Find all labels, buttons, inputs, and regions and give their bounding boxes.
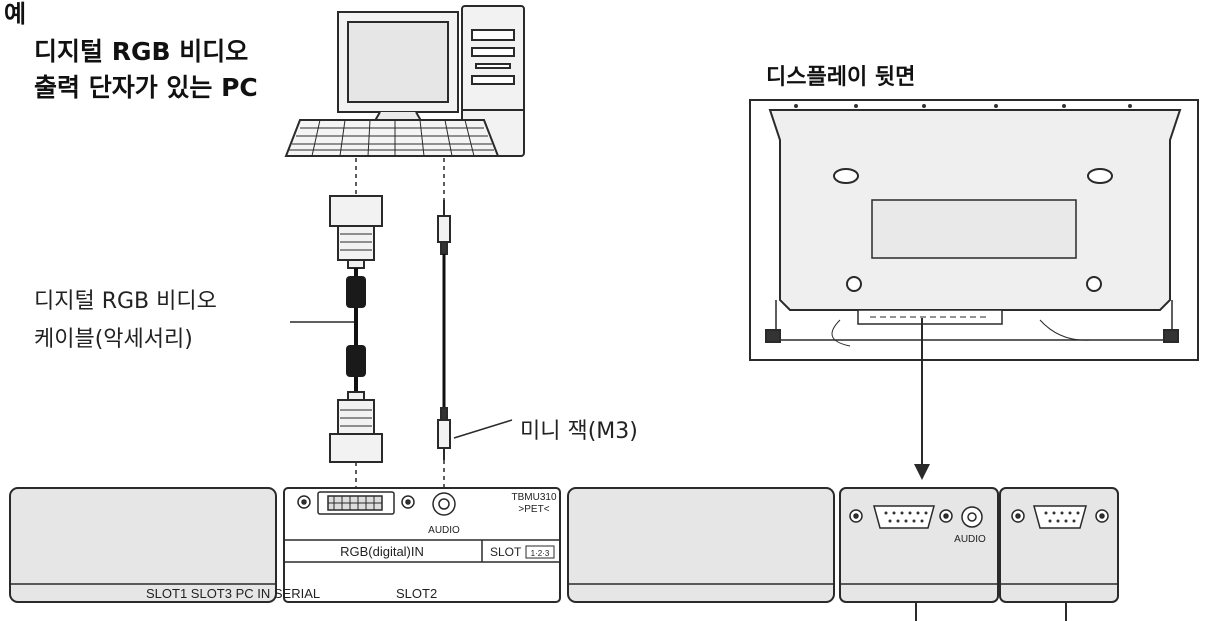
rgb-in-label: RGB(digital)IN (340, 544, 424, 559)
model-label-line2: >PET< (518, 504, 549, 515)
keyboard-icon (284, 119, 500, 157)
slot-label: SLOT (490, 545, 522, 559)
panel-divider-lines (10, 539, 1118, 585)
dvi-port-icon (297, 491, 415, 515)
serial-panel (999, 487, 1119, 603)
serial-port-icon (1011, 505, 1109, 529)
dvi-plug-icon (329, 391, 383, 463)
display-back-illustration (749, 99, 1199, 361)
display-back-heading: 디스플레이 뒷면 (766, 65, 915, 90)
mini-jack-leader (453, 419, 513, 439)
slot-badge: 1·2·3 (531, 549, 550, 558)
pc-tower-icon (461, 5, 525, 157)
right-audio-label: AUDIO (954, 534, 986, 545)
slot1-panel (9, 487, 277, 603)
slot-names-row: SLOT1 SLOT3 PC IN SERIAL (146, 586, 320, 601)
example-marker: 예 (4, 0, 26, 28)
slot3-panel (567, 487, 835, 603)
slot2-label: SLOT2 (396, 586, 437, 601)
terminal-panel (9, 487, 1119, 603)
display-arrow-head (914, 464, 930, 480)
slot2-panel (283, 487, 561, 603)
monitor-icon (337, 11, 459, 135)
pc-guide-lines (355, 158, 445, 488)
pc-heading-line2: 출력 단자가 있는 PC (34, 73, 258, 102)
dvi-cable-label-line1: 디지털 RGB 비디오 (34, 289, 217, 314)
model-label-line1: TBMU310 (511, 492, 556, 503)
audio-jack-icon (432, 492, 456, 516)
pc-heading-line1: 디지털 RGB 비디오 (34, 37, 248, 66)
slot-badge-box (525, 545, 555, 559)
mini-jack-plug-icon (437, 407, 451, 460)
ferrite-core-bottom (346, 345, 366, 377)
pc-in-panel (839, 487, 999, 603)
vga-port-icon (849, 505, 953, 529)
dvi-cable-label-line2: 케이블(악세서리) (34, 327, 193, 352)
dvi-plug-icon (329, 195, 383, 269)
ferrite-core-top (346, 276, 366, 308)
mini-jack-plug-icon (437, 200, 451, 255)
audio-port-label: AUDIO (428, 525, 460, 536)
mini-jack-label: 미니 잭(M3) (520, 419, 638, 444)
audio-jack-icon (961, 506, 983, 528)
